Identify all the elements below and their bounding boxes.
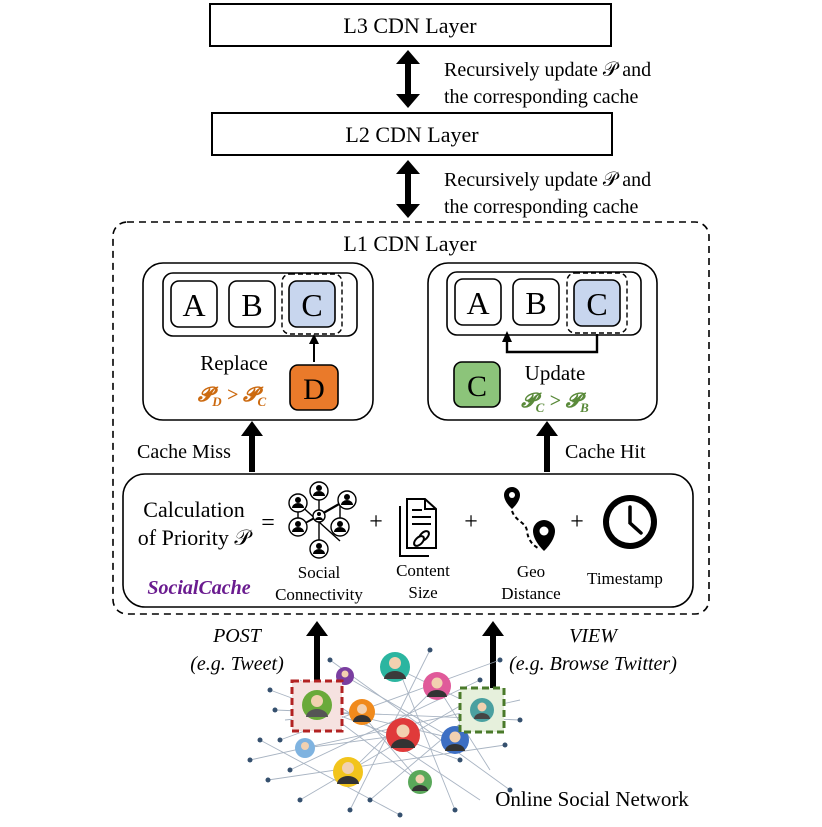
cache-hit-arrow [536, 421, 558, 472]
user-avatar-icon [423, 672, 451, 700]
plus-sign-2: + [464, 509, 478, 535]
priority-label-line2: of Priority 𝒫 [138, 525, 254, 550]
post-example: (e.g. Tweet) [190, 653, 284, 675]
cache-slot-a-left [170, 280, 218, 328]
plus-sign-1: + [369, 509, 383, 535]
user-avatar-icon [408, 770, 432, 794]
cache-slots-row-right [446, 271, 642, 336]
l3-label: L3 CDN Layer [343, 13, 477, 38]
cache-slot-b-left [228, 280, 276, 328]
document-icon [399, 498, 437, 557]
post-label: POST [212, 625, 263, 647]
update-formula: 𝓟C > 𝓟B [521, 390, 589, 415]
view-label: VIEW [569, 625, 619, 647]
factor-content-line1: Content [396, 561, 450, 580]
l2-cdn-layer: L2 CDN Layer [211, 112, 613, 156]
l1-cdn-layer: L1 CDN Layer [112, 221, 710, 615]
slot-a-label-right: A [466, 285, 489, 321]
cache-slot-a-right [454, 278, 502, 326]
replace-panel: A B C Replace 𝓟D > 𝓟C D [142, 262, 374, 421]
viewing-user-highlight [458, 686, 506, 734]
slot-c-label-right: C [586, 286, 607, 322]
view-example: (e.g. Browse Twitter) [509, 653, 677, 675]
update-label: Update [525, 361, 586, 385]
factor-social-line1: Social [298, 563, 341, 582]
slot-c-label-left: C [301, 287, 322, 323]
user-avatar-icon [333, 757, 363, 787]
user-avatar-icon [349, 699, 375, 725]
cache-miss-label: Cache Miss [137, 441, 231, 463]
cache-hit-label: Cache Hit [565, 441, 646, 463]
factor-content-line2: Size [408, 583, 437, 602]
user-avatar-icon [441, 726, 469, 754]
l3-l2-bidirectional-arrow [396, 50, 420, 108]
update-note-line1-bottom: Recursively update 𝒫 and [444, 169, 651, 191]
update-panel: A B C C Update 𝓟C > 𝓟B [427, 262, 658, 421]
priority-label-line1: Calculation [143, 497, 244, 522]
factor-geo-line1: Geo [517, 562, 545, 581]
user-avatar-icon [386, 718, 420, 752]
update-note-line2-bottom: the corresponding cache [444, 196, 638, 218]
cache-slot-b-right [512, 278, 560, 326]
update-note-line2-top: the corresponding cache [444, 86, 638, 108]
social-network-icon [288, 481, 357, 559]
factor-timestamp: Timestamp [587, 569, 663, 588]
social-network-graph [247, 647, 523, 818]
clock-icon [603, 495, 657, 549]
l1-label: L1 CDN Layer [343, 231, 477, 256]
socialcache-brand: SocialCache [147, 577, 250, 599]
cache-slot-c-left [288, 280, 336, 328]
slot-b-label-left: B [241, 287, 262, 323]
post-arrow [306, 621, 328, 682]
slot-b-label-right: B [525, 285, 546, 321]
cache-slot-c-right [573, 279, 621, 327]
map-pin-route-icon [504, 487, 555, 551]
equals-sign: = [261, 510, 275, 536]
factor-social-line2: Connectivity [275, 585, 363, 604]
user-avatar-icon [295, 738, 315, 758]
posting-user-highlight [290, 679, 344, 733]
incoming-d-label: D [303, 373, 325, 406]
slot-a-label-left: A [182, 287, 205, 323]
l2-l1-bidirectional-arrow [396, 160, 420, 218]
l3-cdn-layer: L3 CDN Layer [209, 3, 612, 47]
view-arrow [482, 621, 504, 690]
factor-geo-line2: Distance [501, 584, 560, 603]
user-avatar-icon [380, 652, 410, 682]
cache-miss-arrow [241, 421, 263, 472]
incoming-object-d [289, 364, 339, 411]
priority-calculation-box: Calculation of Priority 𝒫 = [122, 473, 694, 608]
hit-c-label: C [467, 370, 487, 403]
cache-slots-row-left [162, 272, 358, 337]
l2-label: L2 CDN Layer [345, 122, 479, 147]
hit-object-c [453, 361, 501, 408]
replace-formula: 𝓟D > 𝓟C [198, 384, 267, 409]
replace-label: Replace [200, 351, 268, 375]
online-social-network-label: Online Social Network [495, 787, 689, 811]
update-note-line1-top: Recursively update 𝒫 and [444, 59, 651, 81]
plus-sign-3: + [570, 509, 584, 535]
